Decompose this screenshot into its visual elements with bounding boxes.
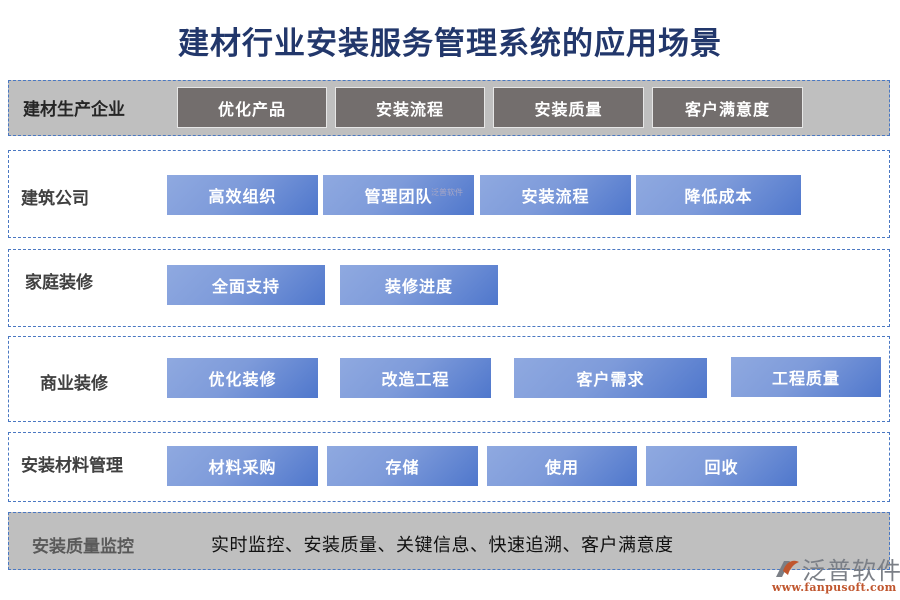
logo-url: www.fanpusoft.com <box>772 581 897 594</box>
section-label: 安装材料管理 <box>21 456 123 476</box>
monitoring-features-text: 实时监控、安装质量、关键信息、快速追溯、客户满意度 <box>211 535 674 556</box>
section-install-material-management: 安装材料管理 材料采购 存储 使用 回收 <box>8 432 890 502</box>
item-project-quality: 工程质量 <box>731 357 881 397</box>
item-optimize-product: 优化产品 <box>177 87 327 128</box>
section-label: 建筑公司 <box>21 189 89 209</box>
item-decoration-progress: 装修进度 <box>340 265 498 305</box>
item-customer-needs: 客户需求 <box>514 358 707 398</box>
item-storage: 存储 <box>327 446 478 486</box>
watermark-text: 泛普软件 <box>431 188 463 197</box>
section-home-decoration: 家庭装修 全面支持 装修进度 <box>8 249 890 327</box>
section-install-quality-monitoring: 安装质量监控 实时监控、安装质量、关键信息、快速追溯、客户满意度 <box>8 512 890 570</box>
section-construction-company: 建筑公司 高效组织 管理团队 泛普软件 安装流程 降低成本 <box>8 150 890 238</box>
item-reduce-cost: 降低成本 <box>636 175 801 215</box>
section-label: 安装质量监控 <box>32 537 134 557</box>
item-install-quality: 安装质量 <box>493 87 644 128</box>
item-install-process: 安装流程 <box>480 175 631 215</box>
section-label: 商业装修 <box>40 374 108 394</box>
item-renovation-project: 改造工程 <box>340 358 491 398</box>
section-label: 家庭装修 <box>25 273 93 293</box>
item-label: 管理团队 <box>364 187 433 206</box>
item-recycling: 回收 <box>646 446 797 486</box>
item-efficient-organization: 高效组织 <box>167 175 318 215</box>
item-customer-satisfaction: 客户满意度 <box>652 87 803 128</box>
item-install-process: 安装流程 <box>335 87 485 128</box>
section-building-materials-producer: 建材生产企业 优化产品 安装流程 安装质量 客户满意度 <box>8 80 890 136</box>
logo-name: 泛普软件 <box>802 557 900 585</box>
section-label: 建材生产企业 <box>23 100 125 120</box>
item-optimize-decoration: 优化装修 <box>167 358 318 398</box>
fanpu-logo: 泛普软件 www.fanpusoft.com <box>772 551 900 599</box>
page-title: 建材行业安装服务管理系统的应用场景 <box>178 26 722 62</box>
item-usage: 使用 <box>487 446 637 486</box>
item-management-team: 管理团队 泛普软件 <box>323 175 474 215</box>
section-commercial-decoration: 商业装修 优化装修 改造工程 客户需求 工程质量 <box>8 336 890 422</box>
item-full-support: 全面支持 <box>167 265 325 305</box>
item-material-procurement: 材料采购 <box>167 446 318 486</box>
fanpu-logo-icon <box>776 560 799 577</box>
